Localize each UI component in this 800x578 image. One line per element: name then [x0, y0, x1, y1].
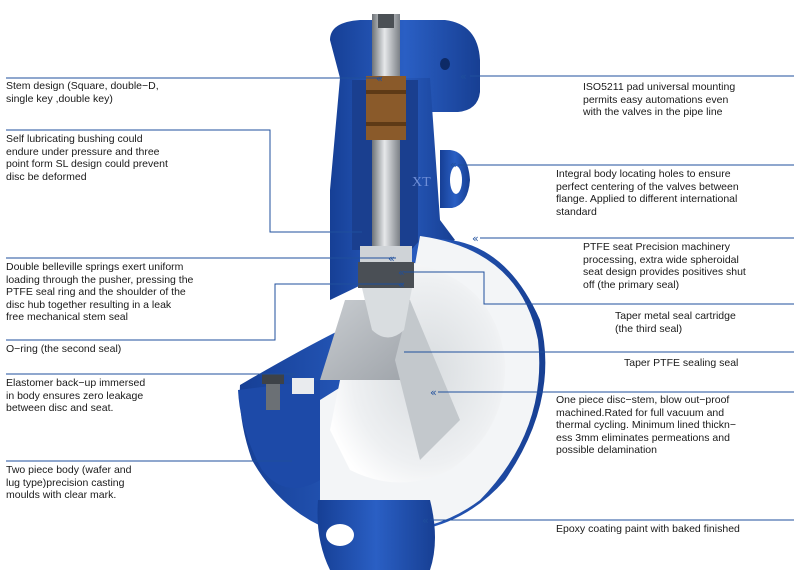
leader-line-taper-metal [404, 271, 794, 305]
callout-taper-ptfe-seal: Taper PTFE sealing seal [624, 357, 739, 369]
callout-disc-stem: One piece disc−stem, blow out−proof mach… [556, 394, 737, 457]
double-chevron-left-icon: « [422, 514, 429, 527]
disc-hub [395, 300, 460, 460]
callout-belleville-springs: Double belleville springs exert uniform … [6, 261, 194, 324]
body-bolt [266, 380, 280, 410]
double-chevron-left-icon: « [376, 72, 383, 85]
manufacturer-logo-mark: XT [412, 175, 431, 190]
self-lubricating-bushing [366, 76, 406, 140]
bottom-lug-hole [326, 524, 354, 546]
callout-stem-design: Stem design (Square, double−D, single ke… [6, 80, 159, 105]
locating-hole [450, 166, 462, 194]
callout-two-piece-body: Two piece body (wafer and lug type)preci… [6, 464, 132, 502]
leader-line-bushing [6, 129, 362, 233]
double-chevron-left-icon: « [450, 158, 457, 171]
leader-lines [6, 75, 794, 521]
callout-ptfe-seat: PTFE seat Precision machinery processing… [583, 241, 746, 291]
bushing-groove [366, 122, 406, 126]
iso-mounting-pad [330, 20, 480, 112]
callout-taper-metal-seal: Taper metal seal cartridge (the third se… [615, 310, 736, 335]
elastomer-backup [292, 378, 314, 394]
double-chevron-left-icon: « [288, 368, 295, 381]
double-chevron-left-icon: « [398, 278, 405, 291]
double-chevron-left-icon: « [398, 266, 405, 279]
callout-epoxy-coating: Epoxy coating paint with baked finished [556, 523, 740, 535]
stem-top-key [378, 14, 394, 28]
callout-iso5211-pad: ISO5211 pad universal mounting permits e… [583, 81, 736, 119]
callout-o-ring: O−ring (the second seal) [6, 343, 122, 355]
leader-line-oring [6, 283, 404, 341]
marker-group: « « « « « « « « « « [288, 70, 479, 527]
taper-ptfe-seal [362, 288, 412, 338]
bushing-groove [366, 90, 406, 94]
bottom-lug [317, 500, 435, 570]
callout-bushing: Self lubricating bushing could endure un… [6, 133, 168, 183]
callout-elastomer-backup: Elastomer back−up immersed in body ensur… [6, 377, 146, 415]
callout-locating-holes: Integral body locating holes to ensure p… [556, 168, 739, 218]
double-chevron-left-icon: « [388, 252, 395, 265]
double-chevron-left-icon: « [460, 70, 467, 83]
double-chevron-left-icon: « [472, 232, 479, 245]
bolt-head [262, 374, 284, 384]
belleville-springs [360, 246, 412, 262]
double-chevron-left-icon: « [430, 386, 437, 399]
mounting-hole [440, 58, 450, 70]
